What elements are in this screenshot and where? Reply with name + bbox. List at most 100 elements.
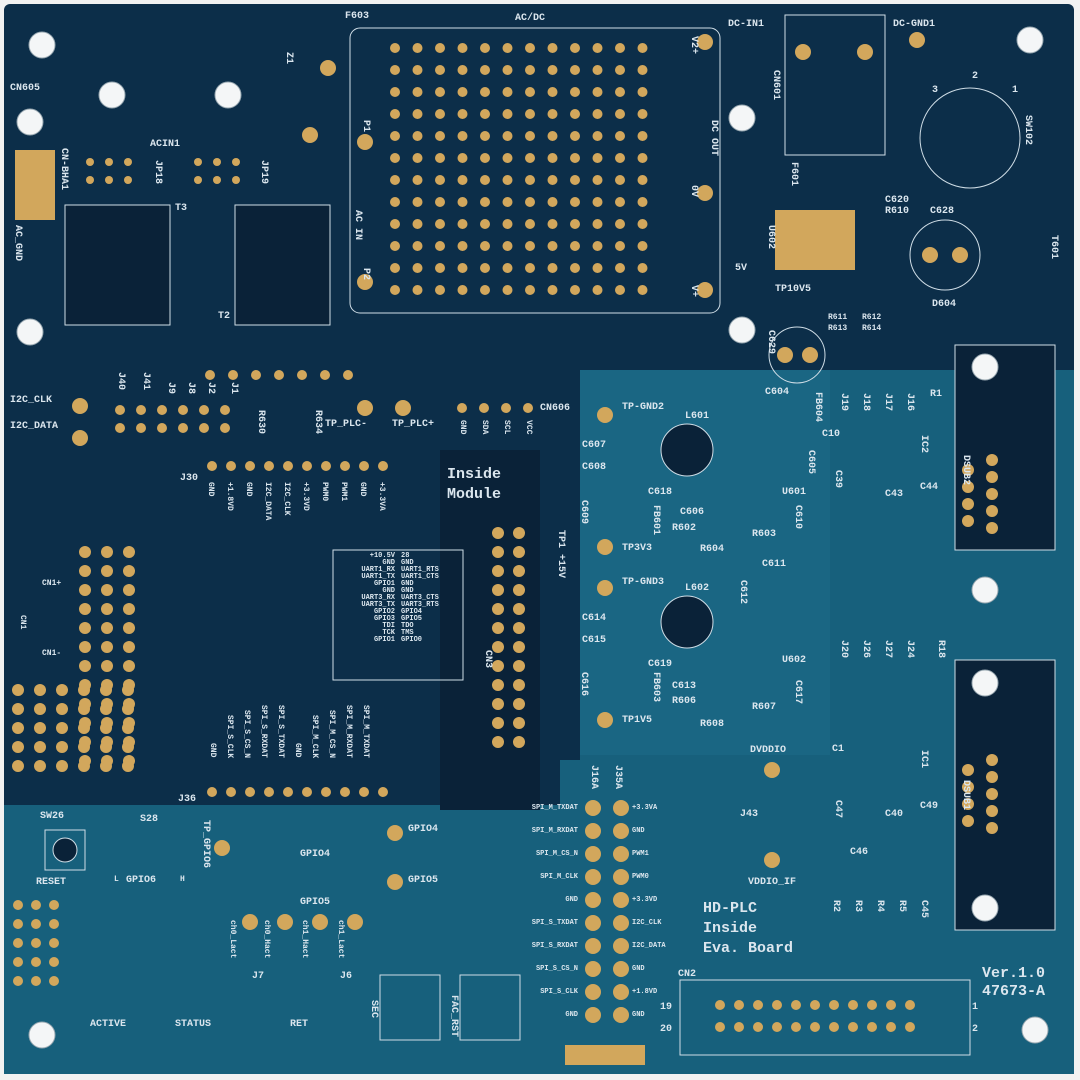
acdc-pad bbox=[525, 285, 535, 295]
cn3-pad bbox=[492, 736, 504, 748]
jumper-pad bbox=[136, 423, 146, 433]
header-pin-label-right: +1.8VD bbox=[632, 988, 658, 996]
module-pin-label-right: GPIO4 bbox=[401, 608, 423, 616]
module-pad bbox=[12, 760, 24, 772]
jp19-pad bbox=[194, 158, 202, 166]
label-j9: J9 bbox=[165, 382, 176, 395]
module-pad bbox=[78, 722, 90, 734]
cn3-pad bbox=[492, 698, 504, 710]
module-pad bbox=[56, 722, 68, 734]
acdc-pad bbox=[412, 241, 423, 251]
cn3-pad bbox=[513, 717, 525, 729]
cn2-pad bbox=[848, 1000, 858, 1010]
acdc-pad bbox=[570, 241, 580, 251]
label-c618: C618 bbox=[648, 487, 673, 498]
test-point bbox=[857, 44, 873, 60]
mounting-hole bbox=[728, 316, 756, 344]
label-r630: R630 bbox=[255, 410, 266, 435]
mounting-hole bbox=[971, 669, 999, 697]
label-c44: C44 bbox=[920, 482, 939, 493]
test-point bbox=[357, 134, 373, 150]
cn2-pad bbox=[772, 1000, 782, 1010]
acdc-pad bbox=[525, 175, 535, 185]
test-point bbox=[395, 400, 411, 416]
cn3-pad bbox=[513, 679, 525, 691]
label-tp-gnd3: TP-GND3 bbox=[622, 577, 665, 588]
acdc-pad bbox=[435, 65, 445, 75]
j30-pad bbox=[321, 461, 331, 471]
acdc-pad bbox=[615, 285, 625, 295]
j36-pin-label: SPI_M_RXDAT bbox=[344, 705, 353, 758]
header-pin-label-left: GND bbox=[565, 1011, 578, 1019]
jumper-pad bbox=[157, 405, 167, 415]
test-point bbox=[72, 398, 88, 414]
dsub2-pin bbox=[986, 471, 998, 483]
acdc-pad bbox=[525, 263, 535, 273]
label-j40: J40 bbox=[115, 372, 126, 391]
label-jp19: JP19 bbox=[258, 160, 269, 185]
header-pad bbox=[613, 869, 629, 885]
cn2-pad bbox=[715, 1022, 725, 1032]
acdc-pad bbox=[412, 219, 423, 229]
j36-pad bbox=[321, 787, 331, 797]
module-pad bbox=[79, 641, 91, 653]
header-pad bbox=[585, 984, 601, 1000]
label-r607: R607 bbox=[752, 702, 777, 713]
label-c40: C40 bbox=[885, 809, 904, 820]
label-r611: R611 bbox=[828, 313, 848, 322]
label-j19: J19 bbox=[838, 393, 849, 412]
label-dsub1: DSUB1 bbox=[960, 780, 971, 811]
acdc-pad bbox=[435, 153, 445, 163]
module-pad bbox=[49, 957, 59, 967]
jp19-pad bbox=[232, 176, 240, 184]
acdc-pad bbox=[390, 153, 400, 163]
j30-pad bbox=[264, 461, 274, 471]
acdc-pad bbox=[435, 197, 445, 207]
module-pin-label-right: GND bbox=[401, 559, 414, 567]
test-point bbox=[597, 712, 613, 728]
cn2-pad bbox=[867, 1022, 877, 1032]
label-c45: C45 bbox=[918, 900, 929, 919]
j30-pin-label: PWM1 bbox=[339, 482, 348, 502]
module-pad bbox=[100, 760, 112, 772]
mounting-hole bbox=[971, 894, 999, 922]
acdc-pad bbox=[570, 43, 580, 53]
label-v-plus: V+ bbox=[688, 285, 699, 298]
acdc-pad bbox=[502, 175, 513, 185]
label-j7: J7 bbox=[252, 971, 265, 982]
module-pin-label-right: GND bbox=[401, 587, 414, 595]
label-j8: J8 bbox=[185, 382, 196, 395]
label-tp-gpio6: TP_GPIO6 bbox=[200, 820, 211, 869]
j36-pad bbox=[226, 787, 236, 797]
module-pin-label-right: GPIO0 bbox=[401, 636, 423, 644]
acdc-pad bbox=[525, 109, 535, 119]
label-r18: R18 bbox=[935, 640, 946, 659]
acdc-pad bbox=[637, 175, 648, 185]
module-pad bbox=[12, 684, 24, 696]
cn3-pad bbox=[492, 527, 504, 539]
cn3-pad bbox=[492, 622, 504, 634]
acdc-pad bbox=[637, 131, 648, 141]
label-status: STATUS bbox=[175, 1019, 212, 1030]
j36-pin-label: SPI_M_CLK bbox=[310, 714, 319, 758]
test-point bbox=[922, 247, 938, 263]
module-pad bbox=[100, 722, 112, 734]
label-gpio5-b: GPIO5 bbox=[300, 897, 331, 908]
cn2-pad bbox=[829, 1000, 839, 1010]
acdc-pad bbox=[435, 109, 445, 119]
module-pad bbox=[122, 684, 134, 696]
cn3-pad bbox=[513, 641, 525, 653]
j30-pad bbox=[207, 461, 217, 471]
label-r3: R3 bbox=[852, 900, 863, 913]
acdc-pad bbox=[615, 43, 625, 53]
cn2-pad bbox=[791, 1000, 801, 1010]
label-tp1: TP1 +15V bbox=[555, 530, 566, 579]
acdc-pad bbox=[412, 175, 423, 185]
header-pin-label-right: I2C_DATA bbox=[632, 942, 666, 950]
acdc-pad bbox=[390, 285, 400, 295]
acdc-pad bbox=[390, 263, 400, 273]
label-ic2: IC2 bbox=[918, 435, 929, 454]
module-pad bbox=[101, 546, 113, 558]
header-pin-label-left: SPI_S_TXDAT bbox=[531, 919, 578, 927]
